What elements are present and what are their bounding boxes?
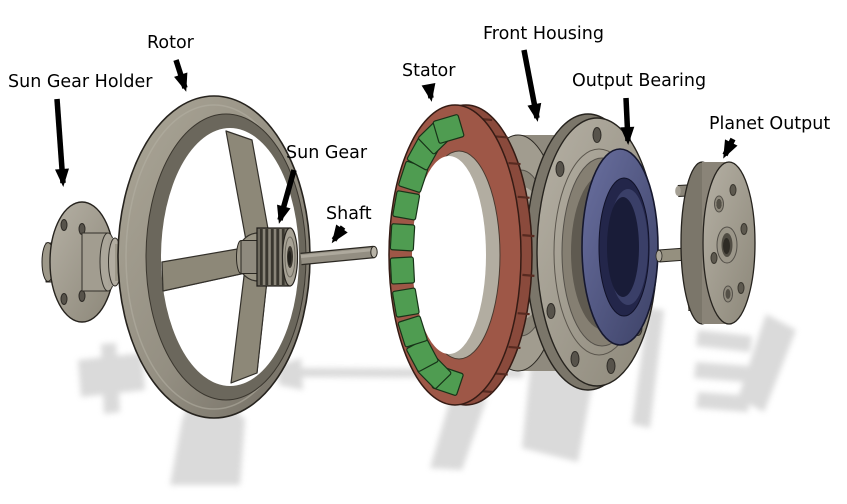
shadow-planet-output-spine [738, 314, 796, 412]
stator-fin [508, 161, 521, 166]
sun-gear-holder-arrow [54, 98, 69, 187]
stator-part [388, 104, 535, 406]
sun-gear-holder-label: Sun Gear Holder [8, 72, 153, 92]
stator-fin [517, 195, 530, 199]
shaft-part [300, 245, 378, 266]
planet-output-part [655, 161, 756, 325]
shadow-stator [430, 398, 487, 470]
stator-coil [389, 256, 416, 285]
shadow-output-bearing [632, 308, 664, 428]
stator-coil [392, 287, 420, 318]
planet-output-label: Planet Output [709, 114, 830, 134]
shadow-planet-output-tooth1 [696, 330, 752, 352]
output-bearing-arrow [620, 97, 635, 145]
shaft-rod [300, 247, 375, 264]
stator-fin [522, 273, 535, 277]
stator-label: Stator [402, 61, 456, 81]
shaft-arrow [331, 224, 348, 244]
sun-gear-teeth [260, 229, 285, 285]
output-bearing-label: Output Bearing [572, 71, 706, 91]
planet-center-bore-deep [723, 238, 730, 254]
sun-gear-collar [240, 240, 259, 274]
shaft-end-face [370, 245, 378, 259]
shadow-planet-output-tooth2 [694, 362, 748, 382]
front-housing-arrow [521, 49, 542, 122]
flange-hole [60, 219, 68, 231]
sun-gear-face-ring [284, 236, 296, 278]
output-bearing-part [581, 148, 659, 346]
planet-face-holes [710, 184, 748, 303]
stator-fin [522, 234, 535, 238]
front-housing-label: Front Housing [483, 24, 604, 44]
sun-gear-holder-part [41, 201, 130, 323]
planet-output-arrow [722, 137, 738, 159]
shadow-sun-gear-holder-2 [101, 343, 120, 414]
stator-coil [432, 114, 465, 144]
planet-stub-face [655, 249, 663, 263]
stator-fin [508, 345, 521, 350]
stator-coils [389, 114, 465, 396]
callout-labels: Sun Gear Holder Rotor Sun Gear Shaft Sta… [8, 24, 830, 224]
sun-gear-part [236, 227, 299, 287]
stator-fin [495, 372, 508, 376]
stator-coil [397, 315, 428, 348]
shadow-rotor [170, 398, 245, 485]
planet-peg-face [675, 186, 681, 196]
rotor-arrow [173, 59, 188, 92]
flange-hole [78, 290, 86, 302]
bearing-bore-deep [607, 197, 639, 297]
stator-through-hole [412, 156, 486, 354]
rotor-label: Rotor [147, 33, 195, 53]
sun-gear-label: Sun Gear [286, 143, 368, 163]
shadow-planet-output-tooth3 [696, 392, 750, 412]
stator-fin [517, 312, 530, 316]
stator-coil [389, 223, 416, 252]
stator-coil [392, 190, 421, 221]
stator-arrow [421, 82, 436, 102]
flange-hole [60, 293, 68, 305]
sun-gear-arrow [277, 169, 297, 224]
stator-fin [495, 135, 508, 139]
shaft-label: Shaft [326, 204, 372, 224]
callout-arrows [54, 49, 738, 244]
sun-gear-bore-deep [287, 251, 292, 265]
shaft-highlight [300, 248, 375, 258]
